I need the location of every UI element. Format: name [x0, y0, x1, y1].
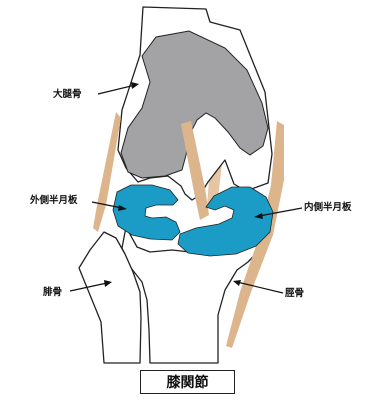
lateral-meniscus-shape [113, 185, 180, 240]
tibia-label: 脛骨 [285, 288, 304, 300]
femur-label: 大腿骨 [53, 89, 82, 101]
diagram-caption: 膝関節 [140, 370, 235, 394]
fibula-label: 腓骨 [43, 287, 62, 299]
lateral-meniscus-label: 外側半月板 [30, 195, 78, 207]
medial-meniscus-label: 内側半月板 [304, 202, 352, 214]
